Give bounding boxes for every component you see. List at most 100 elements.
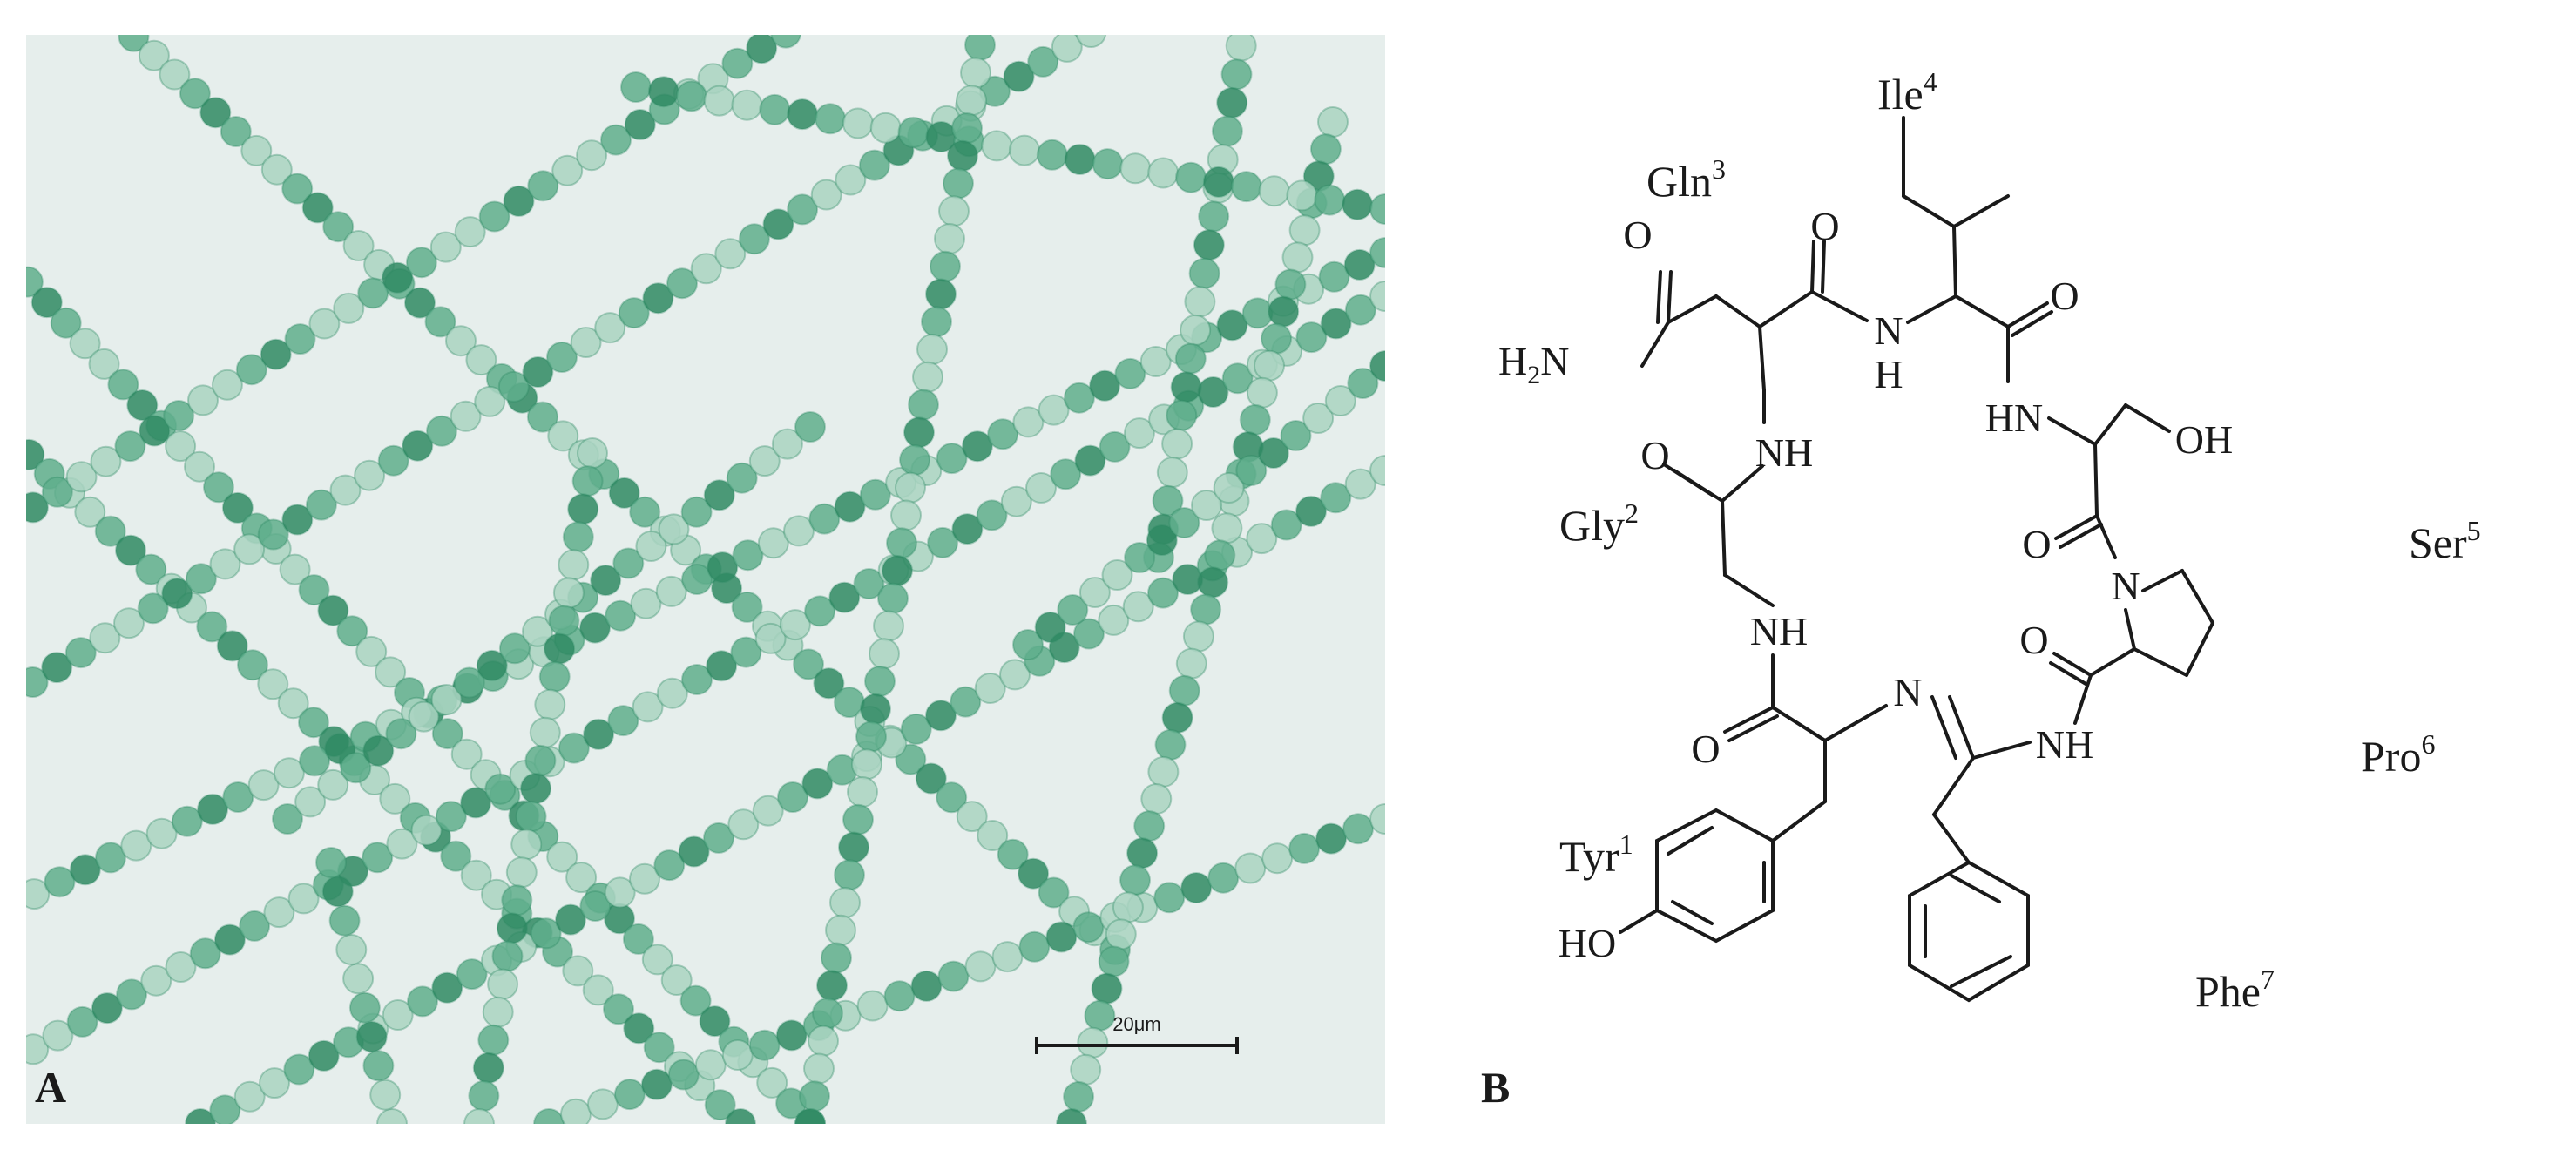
cell [222, 781, 254, 813]
cell [501, 884, 533, 917]
cell [140, 964, 172, 997]
cell [165, 951, 197, 983]
cell [579, 612, 611, 644]
cell [257, 668, 289, 700]
cell [26, 1033, 50, 1065]
cell [1286, 179, 1318, 212]
cell [1288, 832, 1321, 864]
cell [209, 548, 241, 580]
cell [482, 996, 514, 1028]
cell [340, 752, 372, 784]
atom-nh-tyr: NH [1750, 609, 1808, 653]
cell [239, 910, 271, 942]
cell [1235, 455, 1268, 486]
cell [1258, 175, 1290, 207]
cell [456, 958, 488, 991]
cell [943, 167, 974, 200]
cell [185, 1108, 216, 1124]
cell [1317, 106, 1349, 138]
cell [445, 325, 477, 357]
cell [1268, 295, 1300, 328]
cell [257, 518, 289, 551]
cell [1139, 346, 1172, 377]
cell [787, 98, 819, 131]
cell [851, 748, 882, 781]
cell [1025, 472, 1057, 504]
cell [856, 990, 889, 1022]
cell [1180, 314, 1212, 346]
cell [613, 1079, 646, 1111]
cell [681, 664, 713, 695]
cell [369, 1079, 402, 1111]
cell [1038, 876, 1070, 909]
cell [582, 974, 614, 1006]
cell [1092, 148, 1124, 180]
cell [895, 471, 926, 504]
cell [762, 208, 794, 240]
atom-oh-ser: OH [2175, 417, 2233, 462]
cell [808, 1025, 839, 1057]
cell [864, 666, 896, 697]
cell [1074, 444, 1106, 477]
cell [1347, 368, 1379, 399]
cell [1369, 281, 1385, 312]
structure-bonds [1619, 116, 2214, 1003]
cell [950, 686, 982, 718]
cell [199, 97, 232, 129]
cell [1216, 86, 1248, 118]
scale-bar: 20μm [1035, 1013, 1239, 1054]
cell [726, 462, 758, 494]
cell [997, 838, 1029, 870]
cell [1320, 308, 1352, 340]
cell [1239, 403, 1271, 436]
cell [209, 1094, 241, 1124]
cell [534, 688, 566, 720]
cell [643, 1032, 675, 1064]
cell [787, 193, 819, 226]
cell [895, 743, 927, 775]
cell [1146, 524, 1178, 556]
cell [1018, 857, 1050, 890]
cell [877, 582, 909, 614]
cell [1213, 472, 1245, 504]
cell [503, 185, 535, 217]
cell [721, 47, 754, 79]
cell [385, 718, 417, 750]
cell [842, 107, 874, 139]
cell [925, 700, 957, 732]
cell [656, 677, 688, 709]
cell [921, 306, 952, 338]
cell [294, 786, 327, 818]
cell [187, 384, 219, 416]
cell [317, 768, 349, 801]
cell [487, 968, 519, 1000]
cell [460, 859, 492, 891]
cell [354, 459, 386, 491]
cell [426, 415, 457, 447]
cell [197, 793, 229, 825]
cell [240, 134, 273, 166]
cell [26, 491, 49, 524]
cell [50, 307, 82, 339]
cell [410, 814, 443, 846]
cell [936, 443, 968, 475]
cell [538, 660, 571, 693]
cell [308, 1039, 340, 1072]
cell [873, 610, 904, 642]
cell [1175, 647, 1207, 680]
cell [468, 1079, 500, 1112]
cell [825, 914, 856, 946]
cell [404, 287, 436, 319]
cell [938, 195, 970, 227]
cell [69, 854, 101, 886]
cell [527, 170, 559, 202]
cell [756, 1066, 788, 1099]
cell [667, 1059, 700, 1091]
cell [1197, 566, 1229, 599]
cell [216, 630, 248, 662]
cell [703, 85, 735, 117]
cell [757, 527, 789, 559]
cell [1038, 394, 1070, 426]
atom-o-ile-carbonyl: O [2050, 274, 2079, 318]
atom-h2n: H2N [1498, 339, 1569, 389]
